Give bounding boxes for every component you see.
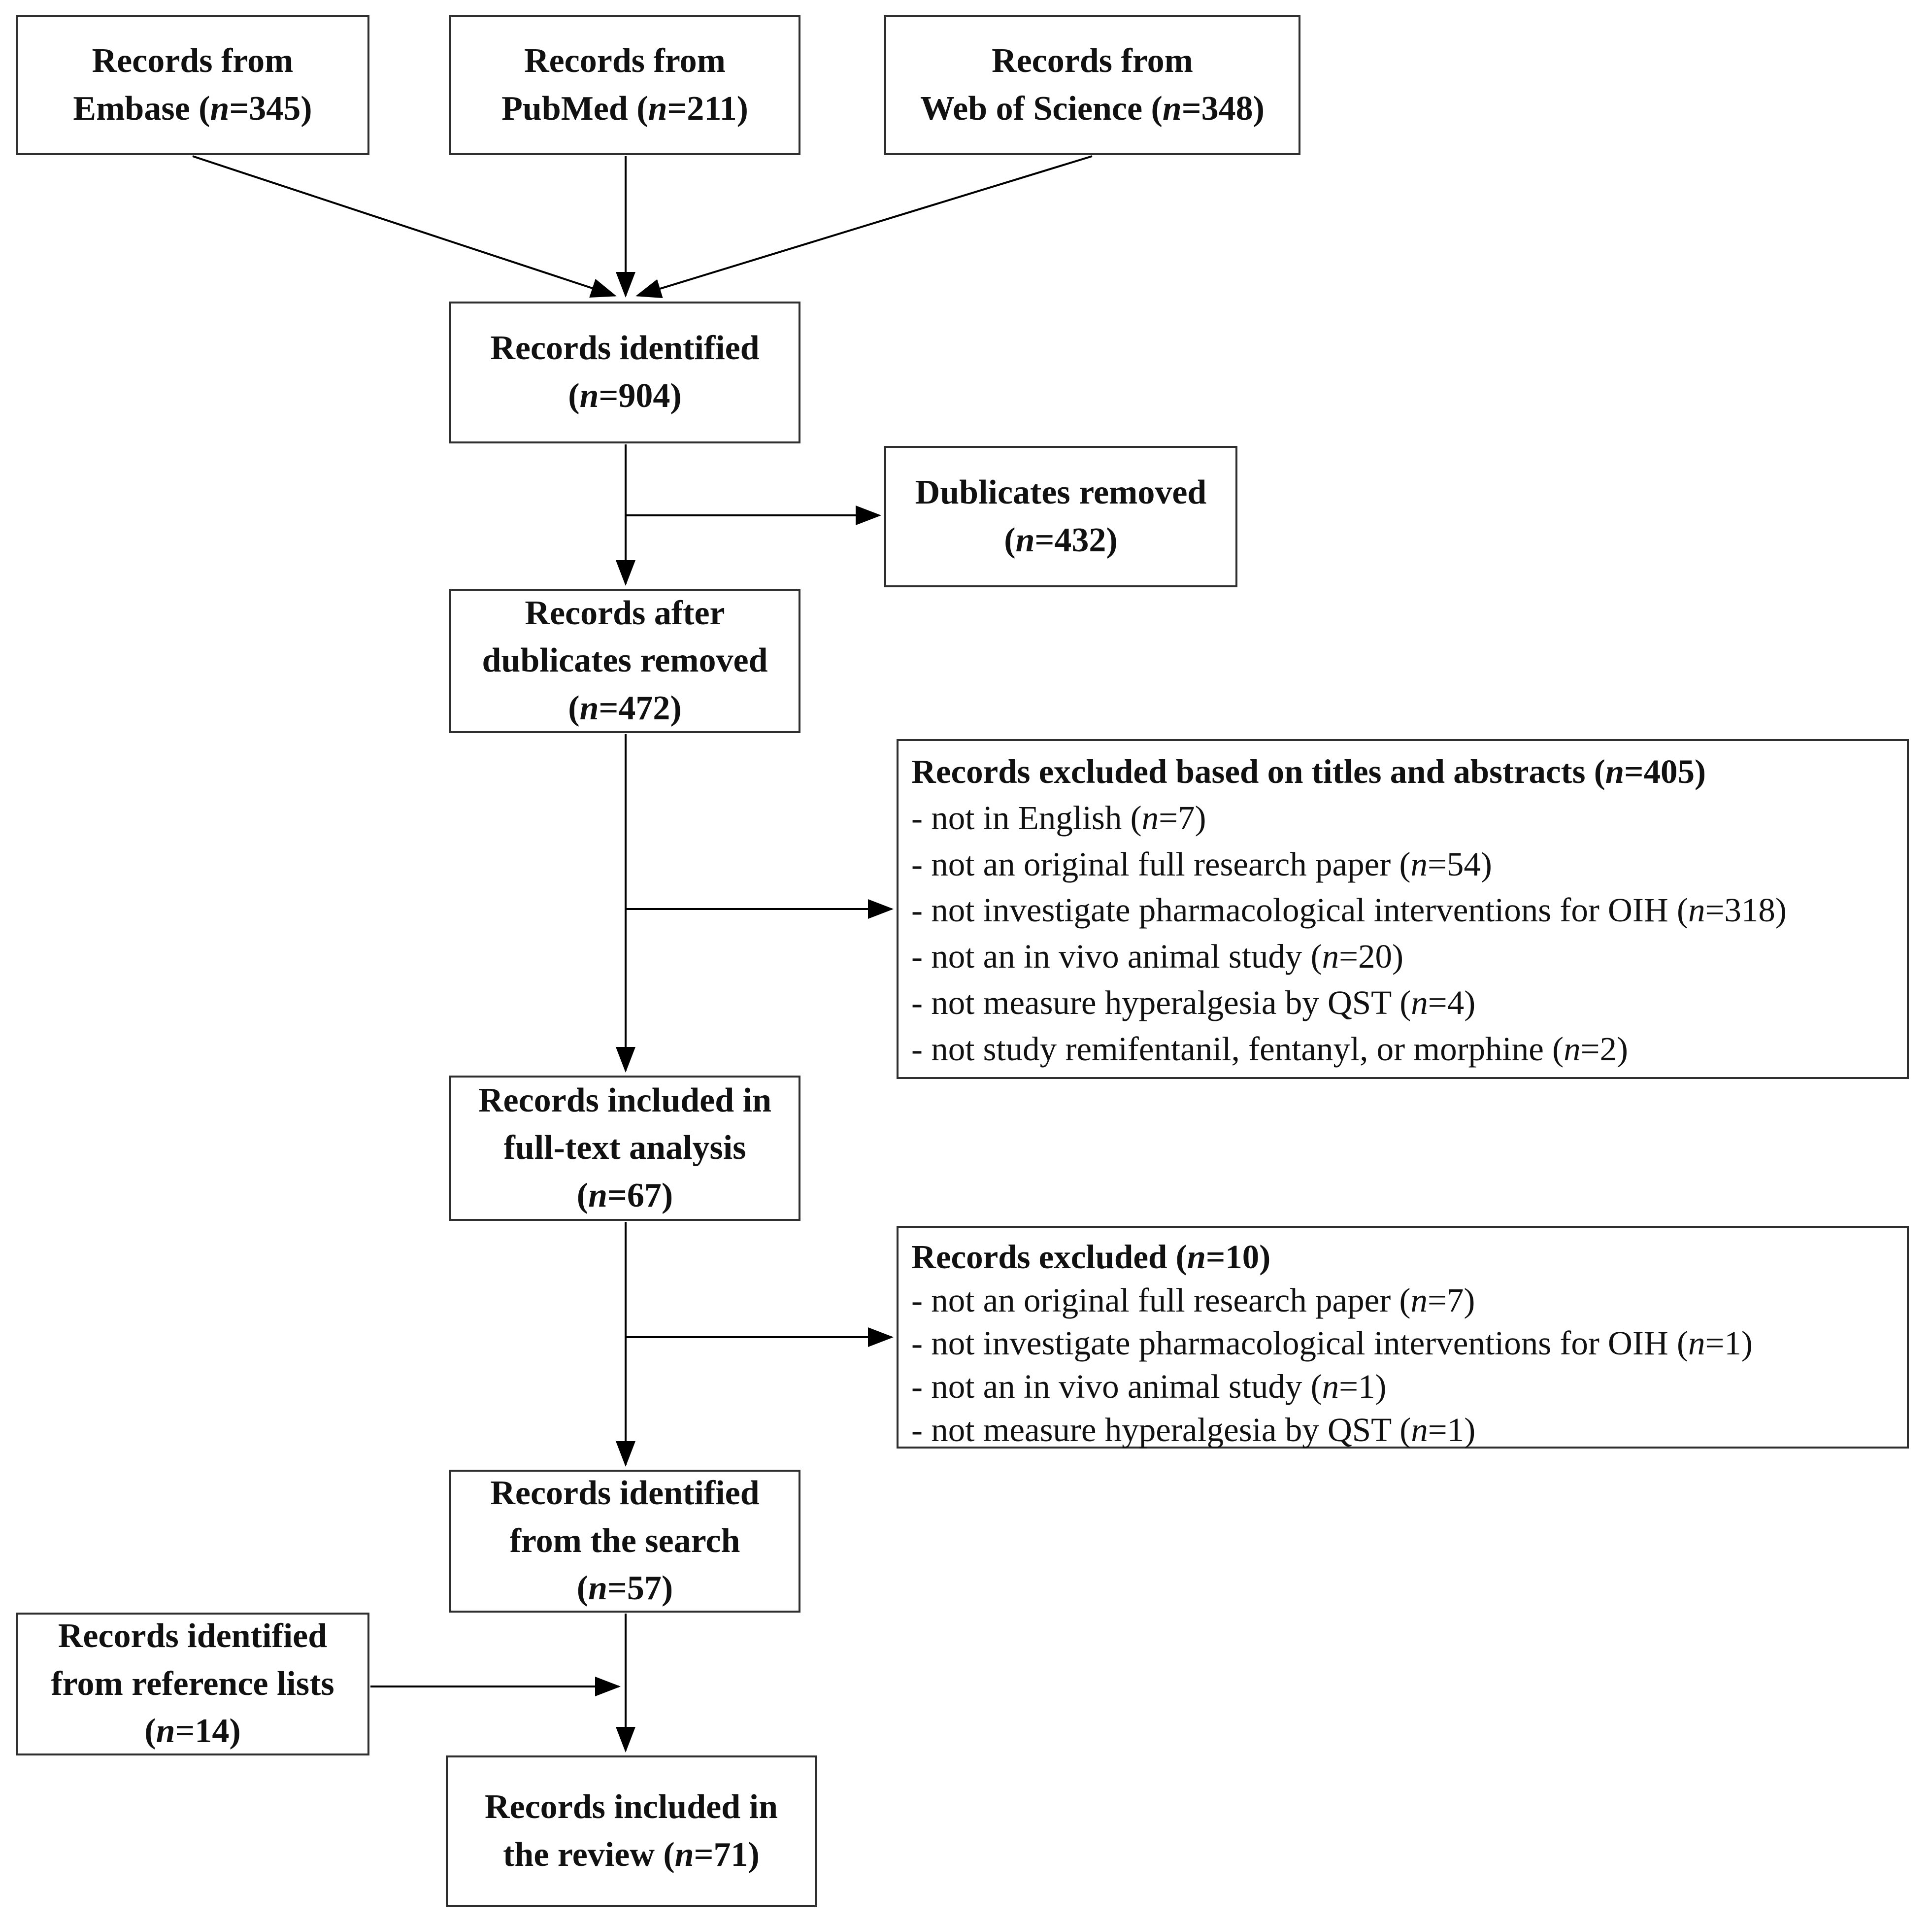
- exclusion-item: - not study remifentanil, fentanyl, or m…: [911, 1030, 1628, 1068]
- records-identified-box: Records identified(n=904): [449, 302, 800, 443]
- exclusion-item: - not an in vivo animal study (n=1): [911, 1367, 1387, 1405]
- dublicates-removed-label: Dublicates removed(n=432): [915, 473, 1207, 559]
- arrow-wos-to-identified: [635, 155, 1093, 299]
- exclusion-item: - not measure hyperalgesia by QST (n=4): [911, 984, 1476, 1022]
- exclusion-item: - not an original full research paper (n…: [911, 1281, 1475, 1319]
- excluded-fulltext-box: Records excluded (n=10) - not an origina…: [897, 1226, 1909, 1449]
- exclusion-item: - not measure hyperalgesia by QST (n=1): [911, 1411, 1476, 1449]
- exclusion-item: - not investigate pharmacological interv…: [911, 891, 1787, 929]
- records-identified-label: Records identified(n=904): [490, 329, 760, 415]
- arrow-embase-to-identified: [192, 155, 617, 298]
- exclusion-item: - not investigate pharmacological interv…: [911, 1324, 1753, 1362]
- excluded-titles-abstracts-title: Records excluded based on titles and abs…: [911, 753, 1706, 790]
- dublicates-removed-box: Dublicates removed(n=432): [884, 446, 1237, 587]
- excluded-fulltext-title: Records excluded (n=10): [911, 1238, 1271, 1276]
- exclusion-item: - not an original full research paper (n…: [911, 845, 1492, 883]
- excluded-titles-abstracts-box: Records excluded based on titles and abs…: [897, 739, 1909, 1079]
- exclusion-item: - not in English (n=7): [911, 799, 1206, 837]
- exclusion-item: - not an in vivo animal study (n=20): [911, 938, 1404, 976]
